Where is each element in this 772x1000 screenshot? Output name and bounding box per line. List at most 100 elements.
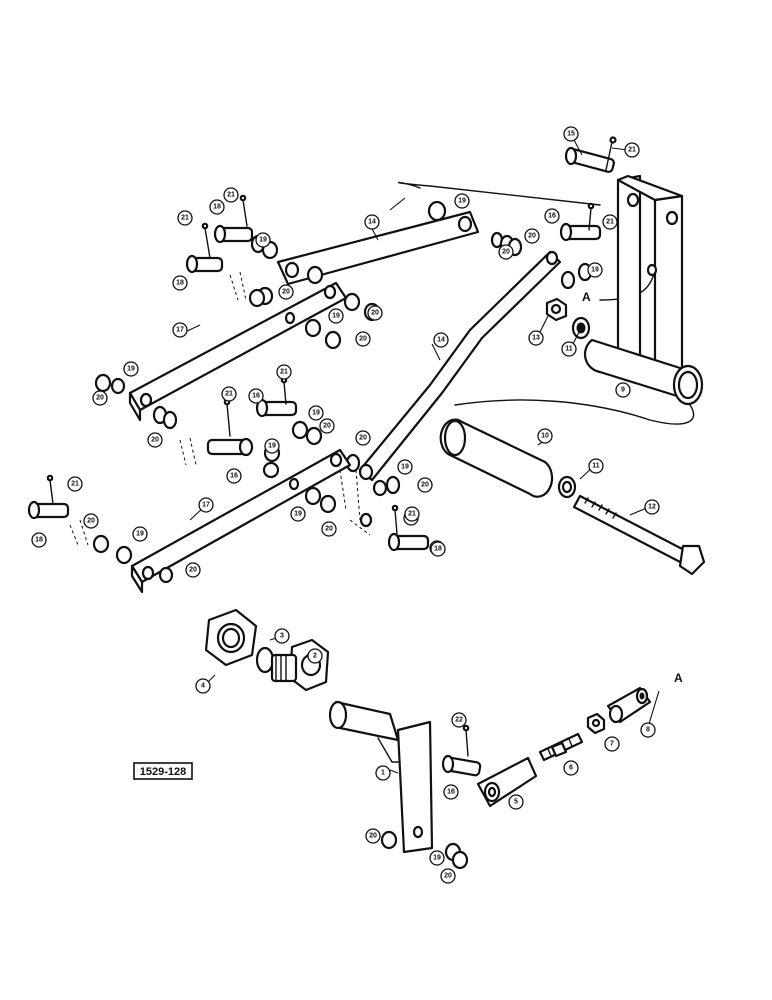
hex-nut-4 [204, 608, 258, 667]
callout-c20h: 20 [147, 432, 163, 448]
top-link-14 [229, 210, 480, 301]
svg-text:5: 5 [514, 799, 518, 806]
svg-text:14: 14 [437, 337, 445, 344]
callout-c20g: 20 [319, 418, 335, 434]
svg-text:20: 20 [528, 233, 536, 240]
svg-text:7: 7 [610, 741, 614, 748]
svg-text:21: 21 [71, 481, 79, 488]
pin-16-middle [255, 398, 298, 418]
callout-c16c: 16 [226, 468, 242, 484]
callout-c20f: 20 [92, 390, 108, 406]
svg-text:20: 20 [359, 435, 367, 442]
svg-text:1: 1 [381, 770, 385, 777]
svg-text:18: 18 [176, 280, 184, 287]
svg-text:18: 18 [35, 537, 43, 544]
svg-text:20: 20 [371, 310, 379, 317]
callout-c19a: 19 [255, 232, 271, 248]
callout-c21d: 21 [602, 214, 618, 230]
callout-c19g: 19 [264, 438, 280, 454]
svg-text:20: 20 [369, 833, 377, 840]
callout-c22: 22 [451, 712, 467, 728]
svg-text:18: 18 [434, 546, 442, 553]
pin-18-upper-left [185, 254, 224, 274]
callout-c10: 10 [537, 428, 553, 444]
outline-curve-top [398, 181, 601, 206]
callout-c20a: 20 [524, 228, 540, 244]
svg-text:19: 19 [294, 511, 302, 518]
washers-lower-right [359, 479, 388, 528]
svg-text:16: 16 [252, 393, 260, 400]
svg-text:19: 19 [312, 410, 320, 417]
svg-text:20: 20 [444, 873, 452, 880]
callout-c19h: 19 [397, 459, 413, 475]
callout-c21e: 21 [221, 386, 237, 402]
callout-c19b: 19 [454, 193, 470, 209]
reference-letter-a-lower: A [674, 671, 683, 685]
callout-c3: 3 [274, 628, 290, 644]
callout-c16d: 16 [443, 784, 459, 800]
svg-text:20: 20 [359, 336, 367, 343]
svg-text:21: 21 [225, 391, 233, 398]
svg-text:3: 3 [280, 633, 284, 640]
svg-text:18: 18 [213, 204, 221, 211]
svg-text:20: 20 [189, 567, 197, 574]
roller-sleeve-10 [439, 418, 554, 498]
callout-c19k: 19 [429, 850, 445, 866]
callout-c7: 7 [604, 736, 620, 752]
fitting-2 [270, 638, 330, 692]
callout-c19e: 19 [123, 361, 139, 377]
callout-c21b: 21 [223, 187, 239, 203]
callout-c18e: 18 [430, 541, 446, 557]
callout-c18b: 18 [172, 275, 188, 291]
svg-text:16: 16 [548, 213, 556, 220]
threaded-rod-6 [538, 732, 584, 762]
svg-text:21: 21 [628, 147, 636, 154]
pin-18-middle [179, 437, 254, 466]
callout-c8: 8 [640, 722, 656, 738]
callout-c20k: 20 [83, 513, 99, 529]
nut-7 [586, 712, 606, 735]
cotter-pin-22 [462, 724, 470, 757]
callout-c18d: 18 [31, 532, 47, 548]
callout-c19j: 19 [290, 506, 306, 522]
svg-text:20: 20 [151, 437, 159, 444]
svg-text:17: 17 [202, 502, 210, 509]
cotter-pins-upper-left [201, 194, 248, 259]
long-bolt-12 [572, 494, 706, 576]
svg-text:6: 6 [569, 765, 573, 772]
callout-c20m: 20 [185, 562, 201, 578]
cotter-pin-top [605, 136, 617, 171]
svg-text:19: 19 [127, 366, 135, 373]
pin-15 [564, 146, 615, 173]
callout-c17a: 17 [172, 322, 188, 338]
callout-c20o: 20 [440, 868, 456, 884]
svg-text:21: 21 [280, 369, 288, 376]
svg-text:19: 19 [268, 443, 276, 450]
svg-text:16: 16 [447, 789, 455, 796]
callout-c14a: 14 [364, 214, 380, 230]
washers-lever-bottom [380, 830, 469, 870]
washers-lower-bar [92, 486, 337, 584]
svg-text:15: 15 [567, 131, 575, 138]
callout-c19c: 19 [587, 262, 603, 278]
svg-text:16: 16 [230, 473, 238, 480]
callout-c16a: 16 [544, 208, 560, 224]
long-link-14 [358, 250, 562, 482]
svg-text:20: 20 [502, 249, 510, 256]
svg-text:21: 21 [227, 192, 235, 199]
nut-13 [545, 297, 568, 322]
long-bar-17-lower [130, 448, 371, 594]
svg-text:20: 20 [421, 482, 429, 489]
callout-c5: 5 [508, 794, 524, 810]
svg-text:4: 4 [201, 683, 205, 690]
callout-c20l: 20 [321, 521, 337, 537]
svg-text:14: 14 [368, 219, 376, 226]
pin-16-top-right [559, 202, 602, 242]
callout-c20n: 20 [365, 828, 381, 844]
svg-text:2: 2 [313, 653, 317, 660]
svg-text:1529-128: 1529-128 [140, 766, 187, 778]
svg-text:20: 20 [87, 518, 95, 525]
callout-c4: 4 [195, 678, 211, 694]
callout-c12: 12 [644, 499, 660, 515]
